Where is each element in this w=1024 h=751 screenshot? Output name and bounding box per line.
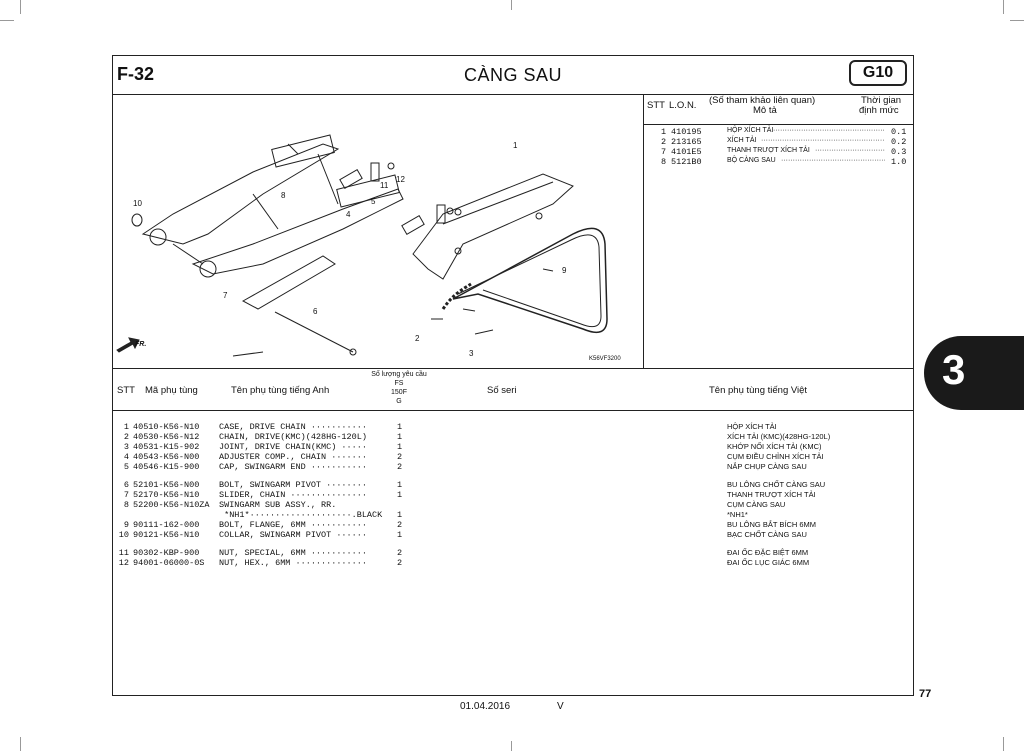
drive-chain-shape bbox=[452, 227, 608, 334]
callout-2: 2 bbox=[415, 334, 420, 343]
crop-mark bbox=[20, 0, 21, 14]
parts-table-header: STT Mã phụ tùng Tên phụ tùng tiếng Anh S… bbox=[113, 368, 913, 411]
labor-header-lon: L.O.N. bbox=[669, 100, 697, 111]
section-tab: 3 bbox=[924, 336, 1024, 410]
crop-mark bbox=[511, 741, 512, 751]
catalog-page: F-32 CÀNG SAU G10 bbox=[112, 55, 914, 696]
page-number: 77 bbox=[919, 688, 932, 700]
callout-7: 7 bbox=[223, 291, 228, 300]
page-header: F-32 CÀNG SAU G10 bbox=[113, 56, 913, 95]
callout-12: 12 bbox=[396, 175, 405, 184]
exploded-diagram: 1 2 3 4 5 6 7 8 9 10 11 12 FR. K56VF3200 bbox=[113, 94, 644, 368]
page-title: CÀNG SAU bbox=[463, 65, 563, 85]
swingarm-shape bbox=[172, 153, 339, 265]
crop-mark bbox=[0, 20, 14, 21]
callout-10: 10 bbox=[133, 199, 142, 208]
header-qty: Số lượng yêu cầu FS 150F G bbox=[371, 371, 427, 405]
crop-mark bbox=[1003, 0, 1004, 14]
crop-mark bbox=[20, 737, 21, 751]
labor-row: 1 410195 HỘP XÍCH TẢI ··················… bbox=[661, 127, 907, 137]
footer-date: 01.04.2016 bbox=[460, 701, 511, 712]
callout-8: 8 bbox=[281, 191, 286, 200]
labor-table-header: STT L.O.N. (Số tham khảo liên quan) Mô t… bbox=[643, 94, 913, 125]
direction-label: FR. bbox=[135, 341, 146, 348]
labor-row: 2 213165 XÍCH TẢI ······················… bbox=[661, 137, 907, 147]
labor-header-time-top: Thời gian bbox=[861, 95, 902, 106]
chain-links bbox=[441, 282, 472, 310]
callout-9: 9 bbox=[562, 266, 567, 275]
slider-shape bbox=[241, 255, 336, 310]
callout-4: 4 bbox=[346, 210, 351, 219]
labor-header-time: định mức bbox=[859, 105, 899, 116]
header-part-no: Mã phụ tùng bbox=[145, 385, 198, 396]
callout-11: 11 bbox=[380, 181, 389, 190]
swingarm-end bbox=[271, 134, 335, 168]
section-code: F-32 bbox=[117, 64, 155, 84]
footer-version: V bbox=[557, 701, 564, 712]
collar-shape bbox=[131, 213, 143, 227]
callout-1: 1 bbox=[513, 141, 518, 150]
labor-table: STT L.O.N. (Số tham khảo liên quan) Mô t… bbox=[643, 94, 913, 368]
group-badge: G10 bbox=[849, 60, 907, 86]
labor-row: 8 5121B0 BỘ CÀNG SAU ···················… bbox=[661, 157, 907, 167]
swingarm-shape bbox=[141, 143, 340, 245]
crop-mark bbox=[511, 0, 512, 10]
pivot-bolt-shape bbox=[274, 311, 354, 353]
labor-header-stt: STT bbox=[647, 100, 665, 111]
chain-case-shape bbox=[442, 181, 554, 225]
direction-arrow bbox=[116, 337, 140, 353]
header-serial: Số seri bbox=[487, 385, 517, 396]
crop-mark bbox=[1003, 737, 1004, 751]
callout-3: 3 bbox=[469, 349, 474, 358]
labor-header-desc: Mô tả bbox=[753, 105, 777, 116]
callout-5: 5 bbox=[371, 197, 376, 206]
chain-case-shape bbox=[412, 173, 574, 280]
header-stt: STT bbox=[117, 385, 135, 396]
header-name-en: Tên phụ tùng tiếng Anh bbox=[231, 385, 330, 396]
labor-header-desc-top: (Số tham khảo liên quan) bbox=[709, 95, 816, 106]
crop-mark bbox=[1010, 20, 1024, 21]
callout-6: 6 bbox=[313, 307, 318, 316]
figure-code: K56VF3200 bbox=[589, 356, 621, 362]
labor-row: 7 4101E5 THANH TRƯỢT XÍCH TẢI ··········… bbox=[661, 147, 907, 157]
swingarm-end bbox=[336, 174, 400, 208]
swingarm-shape bbox=[191, 188, 404, 275]
header-name-vn: Tên phụ tùng tiếng Việt bbox=[709, 385, 808, 396]
diagram-drawing: 1 2 3 4 5 6 7 8 9 10 11 12 FR. K56VF3200 bbox=[116, 134, 621, 362]
